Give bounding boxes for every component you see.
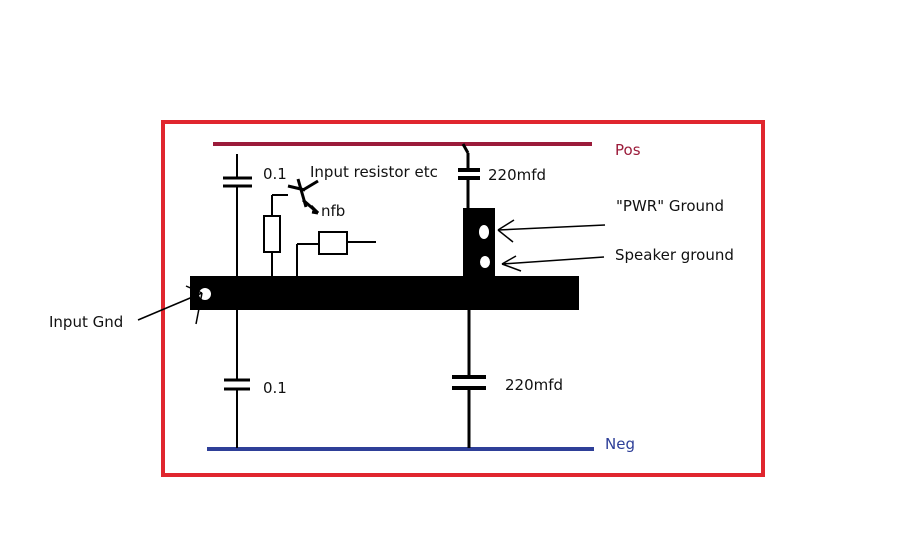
ground-bus-bar — [190, 276, 579, 310]
nfb-label: nfb — [321, 202, 345, 220]
capacitor-bottom-left — [224, 310, 250, 448]
nfb-resistor — [296, 231, 376, 277]
capacitor-top-right — [458, 143, 480, 209]
cap-top-right-label: 220mfd — [488, 166, 546, 184]
arrow-speaker-ground — [501, 255, 605, 272]
capacitor-top-left — [223, 154, 252, 277]
cap-top-left-label: 0.1 — [263, 165, 287, 183]
input-gnd-label: Input Gnd — [49, 313, 123, 331]
pwr-ground-terminal — [479, 225, 489, 239]
arrow-input-gnd — [137, 285, 203, 325]
pos-label: Pos — [615, 141, 641, 159]
arrow-pwr-ground — [497, 219, 606, 243]
input-ground-terminal — [199, 288, 211, 300]
input-resistor-label: Input resistor etc — [310, 163, 438, 181]
speaker-ground-label: Speaker ground — [615, 246, 734, 264]
input-resistor — [263, 194, 288, 277]
neg-label: Neg — [605, 435, 635, 453]
pwr-ground-label: "PWR" Ground — [616, 197, 724, 215]
ground-bus-riser — [463, 208, 495, 278]
capacitor-bottom-right — [452, 310, 486, 448]
speaker-ground-terminal — [480, 256, 490, 268]
cap-bottom-right-label: 220mfd — [505, 376, 563, 394]
diagram-frame — [161, 120, 765, 477]
cap-bottom-left-label: 0.1 — [263, 379, 287, 397]
transistor-symbol — [287, 178, 320, 215]
